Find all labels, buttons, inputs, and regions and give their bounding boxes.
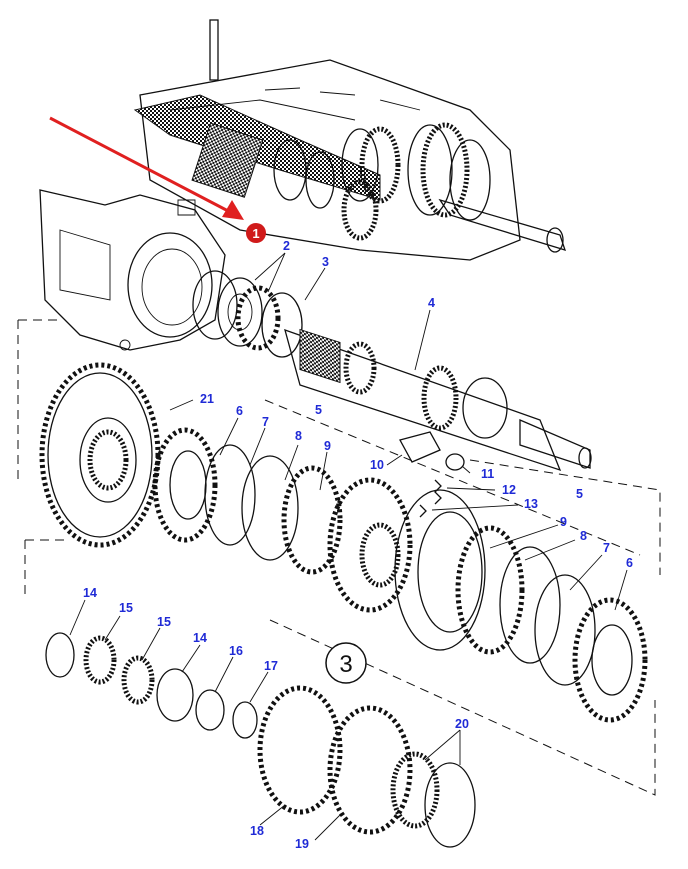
callout-8a: 8: [295, 429, 302, 443]
synchro-ring-7: [204, 444, 256, 546]
callout-9a: 9: [324, 439, 331, 453]
ball-13: [419, 504, 427, 518]
callout-badge: [246, 223, 266, 243]
bearing-2: [192, 270, 281, 351]
callout-5b: 5: [576, 487, 583, 501]
gear-19: [327, 705, 413, 835]
washer-16: [195, 689, 225, 731]
callout-12: 12: [502, 483, 516, 497]
callout-14b: 14: [193, 631, 207, 645]
block-10: [399, 431, 441, 463]
callout-4: 4: [428, 296, 435, 310]
callout-14a: 14: [83, 586, 97, 600]
synchronizer-5: [327, 477, 486, 651]
callout-13: 13: [524, 497, 538, 511]
callout-17: 17: [264, 659, 278, 673]
race-14b: [156, 668, 194, 722]
callout-15b: 15: [157, 615, 171, 629]
synchro-ring-7b: [534, 574, 596, 686]
plug-11: [445, 453, 465, 471]
callout-21: 21: [200, 392, 214, 406]
red-pointer-arrow: [49, 116, 244, 220]
callout-9b: 9: [560, 515, 567, 529]
leader-lines: [69, 252, 628, 841]
callout-2: 2: [283, 239, 290, 253]
callout-8b: 8: [580, 529, 587, 543]
bearing-15b: [121, 655, 155, 705]
group-marker-text: 3: [339, 651, 352, 678]
callout-3: 3: [322, 255, 329, 269]
callout-labels: 2 3 4 21 5 6 7 8 9 10 11 12 13 5 9 8 7 6…: [83, 239, 633, 851]
callout-19: 19: [295, 837, 309, 851]
callout-7b: 7: [603, 541, 610, 555]
callout-badge-text: 1: [252, 226, 259, 241]
synchro-9: [281, 465, 343, 575]
callout-11: 11: [481, 467, 494, 481]
group-marker-circle: [325, 642, 367, 684]
mainshaft-4: [284, 328, 592, 472]
race-14: [45, 632, 75, 678]
callout-16: 16: [229, 644, 243, 658]
callout-6a: 6: [236, 404, 243, 418]
callout-10: 10: [370, 458, 384, 472]
bearing-20: [390, 751, 440, 829]
gear-18: [257, 685, 343, 815]
callout-15a: 15: [119, 601, 133, 615]
ring-3: [261, 292, 303, 358]
synchro-hub-6b: [572, 597, 648, 723]
cup-20: [424, 762, 476, 848]
callout-7a: 7: [262, 415, 269, 429]
clip-17: [232, 701, 258, 739]
callout-20: 20: [455, 717, 469, 731]
synchro-9b: [455, 525, 525, 655]
callout-5a: 5: [315, 403, 322, 417]
callout-6b: 6: [626, 556, 633, 570]
gear-21: [39, 362, 161, 548]
spring-12: [434, 479, 442, 505]
gearbox-assembly-illustration: [133, 19, 567, 261]
bearing-15: [83, 635, 117, 685]
synchro-cone-8b: [499, 546, 561, 664]
bearing-housing: [39, 189, 226, 351]
callout-18: 18: [250, 824, 264, 838]
synchro-cone-8: [241, 455, 299, 561]
